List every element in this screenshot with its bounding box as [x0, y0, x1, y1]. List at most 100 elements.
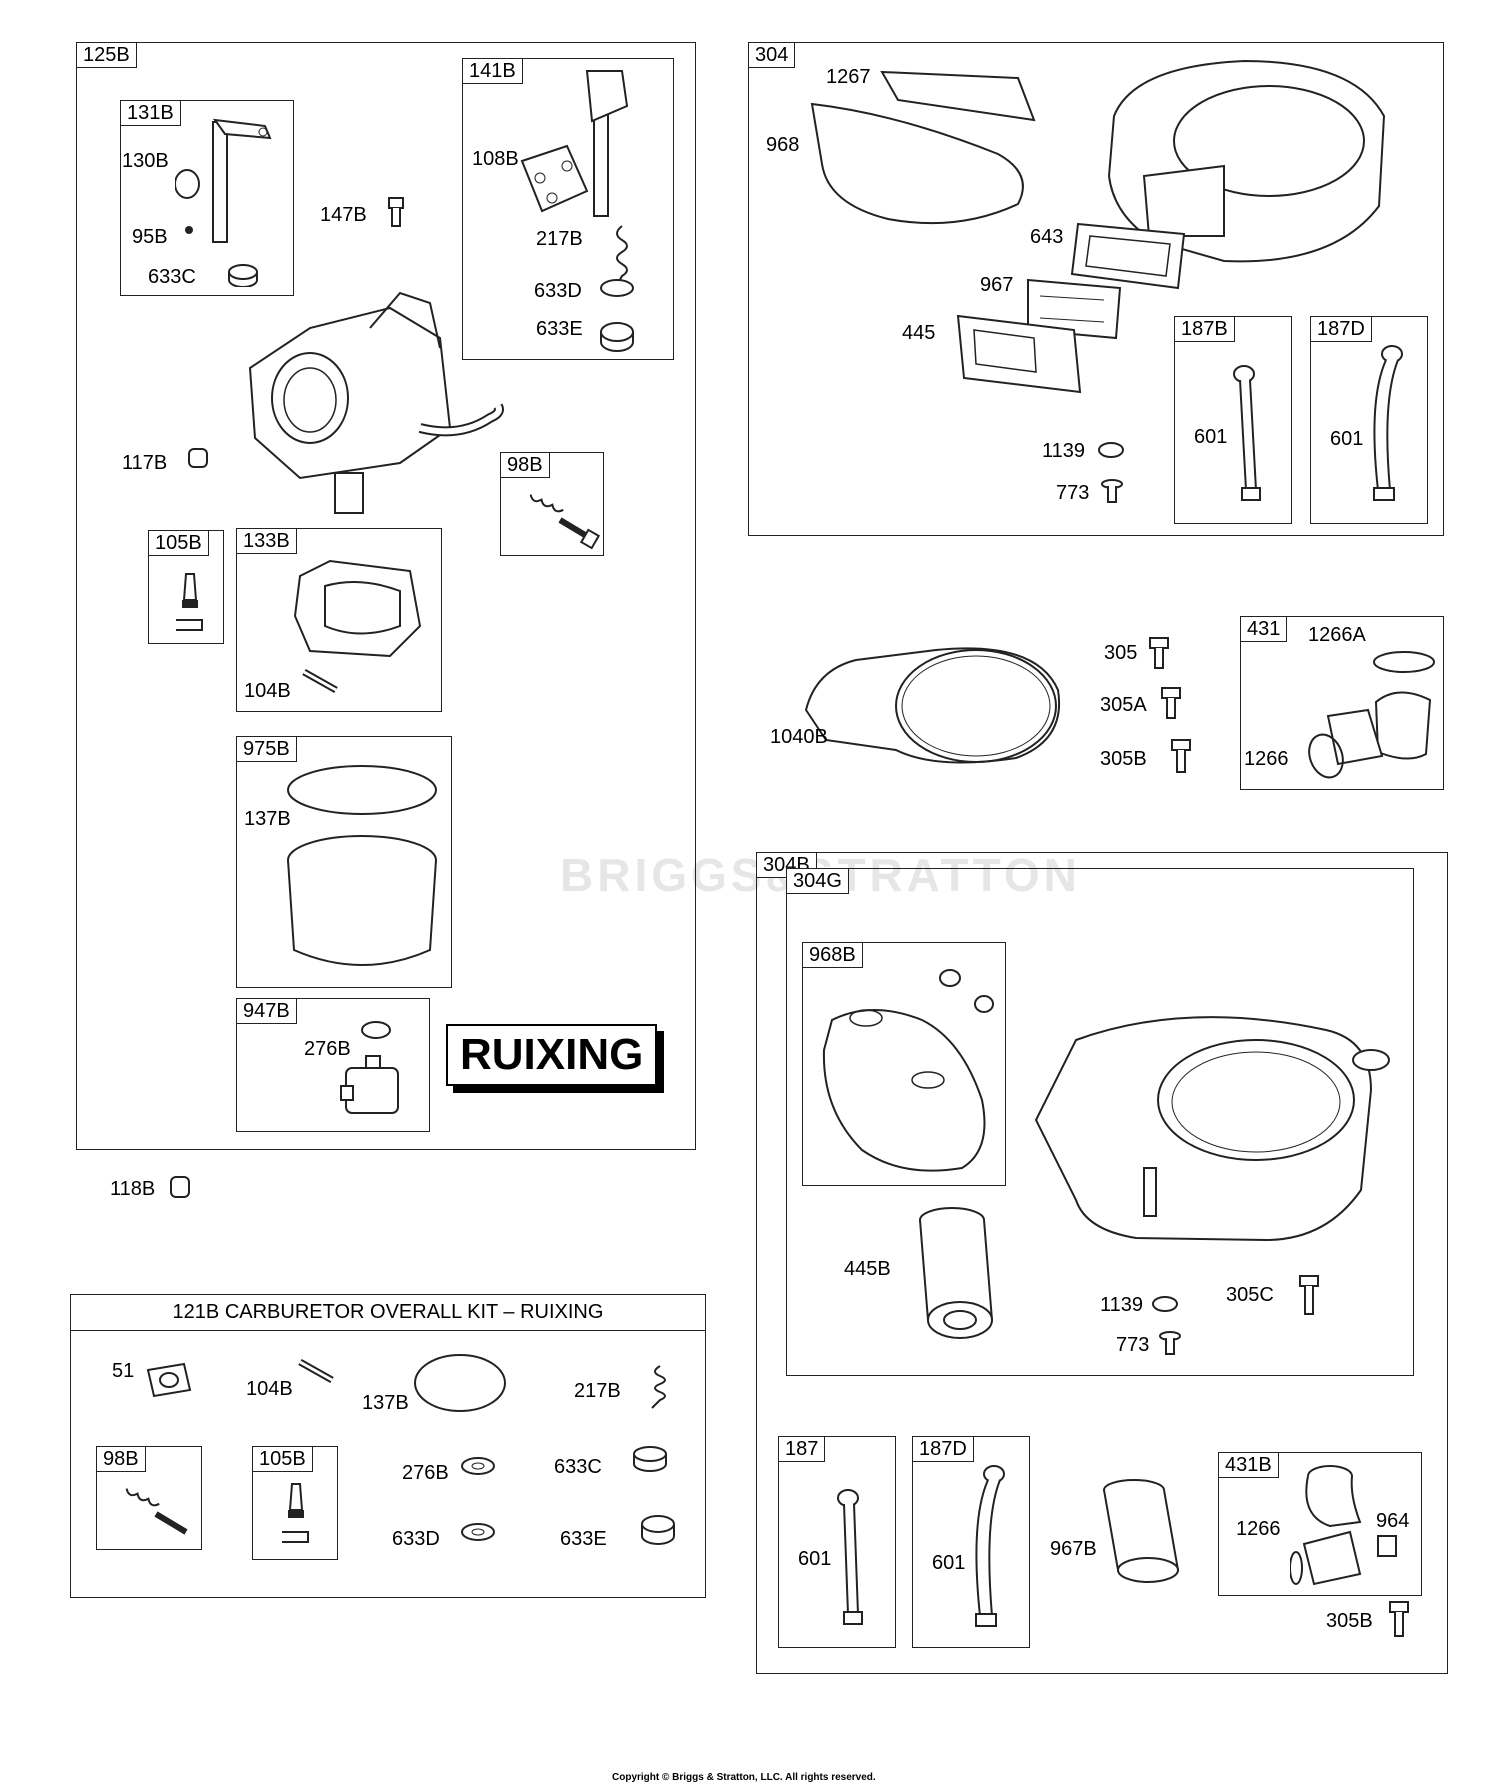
shroud-1040b-part	[804, 647, 1061, 764]
screw-773-part	[1101, 479, 1123, 503]
kit-spring-part	[651, 1365, 666, 1409]
tag-133b: 133B	[236, 528, 297, 554]
group-431	[1240, 616, 1444, 790]
washer-1139-part	[1098, 442, 1124, 458]
tag-187b: 187B	[1174, 316, 1235, 342]
label-773: 773	[1056, 482, 1090, 504]
kit-tag-105b: 105B	[252, 1446, 313, 1472]
label-773-b: 773	[1116, 1334, 1150, 1356]
bolt-305b-b-part	[1389, 1601, 1409, 1637]
kit-oring-part	[414, 1354, 506, 1412]
elbow-431-part	[1308, 651, 1435, 779]
blower-housing-304-part	[1107, 59, 1386, 263]
blower-housing-304g-part	[1034, 1016, 1390, 1242]
label-601-a: 601	[1194, 426, 1228, 448]
tag-98b: 98B	[500, 452, 550, 478]
label-305b: 305B	[1100, 748, 1147, 770]
kit-label-217b: 217B	[574, 1380, 621, 1402]
tag-975b: 975B	[236, 736, 297, 762]
label-305: 305	[1104, 642, 1138, 664]
brand-logo: RUIXING	[446, 1024, 658, 1086]
label-445b: 445B	[844, 1258, 891, 1280]
tag-304g: 304G	[786, 868, 849, 894]
kit-label-104b: 104B	[246, 1378, 293, 1400]
kit-bushing-633e-part	[641, 1515, 675, 1545]
tag-105b: 105B	[148, 530, 209, 556]
gasket-51-part	[146, 1362, 192, 1398]
label-104b: 104B	[244, 680, 291, 702]
plug-117b-part	[188, 448, 208, 468]
carburetor-part	[248, 291, 504, 514]
screw-147b-part	[388, 197, 404, 227]
label-217b: 217B	[536, 228, 583, 250]
plug-118b-part	[170, 1176, 190, 1198]
air-filter-445-part	[956, 314, 1082, 394]
label-137b: 137B	[244, 808, 291, 830]
label-305a: 305A	[1100, 694, 1147, 716]
kit-label-276b: 276B	[402, 1462, 449, 1484]
label-633e: 633E	[536, 318, 583, 340]
label-601-d: 601	[932, 1552, 966, 1574]
float-part	[293, 559, 422, 658]
kit-needle-part	[282, 1483, 309, 1543]
label-643: 643	[1030, 226, 1064, 248]
needle-valve-part	[176, 573, 203, 631]
kit-label-633d: 633D	[392, 1528, 440, 1550]
pin-104b-part	[302, 668, 338, 694]
breather-tube-187d-part	[1373, 345, 1403, 501]
idle-screw-part	[529, 494, 600, 550]
label-108b: 108B	[472, 148, 519, 170]
kit-pin-part	[298, 1358, 334, 1384]
group-975b	[236, 736, 452, 988]
tag-431b: 431B	[1218, 1452, 1279, 1478]
label-601-b: 601	[1330, 428, 1364, 450]
group-131b	[120, 100, 294, 296]
breather-tube-187d-b-part	[975, 1465, 1005, 1627]
tag-187: 187	[778, 1436, 826, 1462]
tag-141b: 141B	[462, 58, 523, 84]
elbow-431b-part	[1290, 1465, 1397, 1586]
label-1266: 1266	[1244, 748, 1289, 770]
prefilter-part	[1027, 278, 1122, 340]
prefilter-967b-part	[1103, 1479, 1180, 1583]
solenoid-part	[340, 1021, 399, 1114]
label-305c: 305C	[1226, 1284, 1274, 1306]
kit-label-633c: 633C	[554, 1456, 602, 1478]
group-431b	[1218, 1452, 1422, 1596]
kit-label-633e: 633E	[560, 1528, 607, 1550]
tag-187d-b: 187D	[912, 1436, 974, 1462]
air-cleaner-cover-part	[810, 70, 1036, 225]
breather-tube-187b-part	[1233, 365, 1261, 501]
label-276b: 276B	[304, 1038, 351, 1060]
label-964: 964	[1376, 1510, 1410, 1532]
label-1139-b: 1139	[1100, 1294, 1144, 1316]
kit-washer-276b-part	[461, 1457, 495, 1475]
tag-304: 304	[748, 42, 796, 68]
tag-947b: 947B	[236, 998, 297, 1024]
kit-bushing-633c-part	[633, 1446, 667, 1472]
label-968: 968	[766, 134, 800, 156]
group-304g	[786, 868, 1414, 1376]
kit-label-137b: 137B	[362, 1392, 409, 1414]
label-117b: 117B	[122, 452, 168, 474]
label-1267: 1267	[826, 66, 871, 88]
group-304	[748, 42, 1444, 536]
label-1266-b: 1266	[1236, 1518, 1281, 1540]
label-305b-b: 305B	[1326, 1610, 1373, 1632]
washer-1139b-part	[1152, 1296, 1178, 1312]
group-187	[778, 1436, 896, 1648]
label-130b: 130B	[122, 150, 169, 172]
tag-187d: 187D	[1310, 316, 1372, 342]
kit-title: 121B CARBURETOR OVERALL KIT – RUIXING	[70, 1294, 706, 1331]
kit-tag-98b: 98B	[96, 1446, 146, 1472]
choke-shaft-part	[175, 118, 272, 287]
label-95b: 95B	[132, 226, 168, 248]
label-633d: 633D	[534, 280, 582, 302]
label-1040b: 1040B	[770, 726, 828, 748]
tag-968b: 968B	[802, 942, 863, 968]
group-98b	[500, 452, 604, 556]
kit-label-51: 51	[112, 1360, 135, 1382]
label-147b: 147B	[320, 204, 367, 226]
bowl-kit-part	[287, 765, 437, 966]
kit-idle-screw-part	[125, 1488, 188, 1535]
